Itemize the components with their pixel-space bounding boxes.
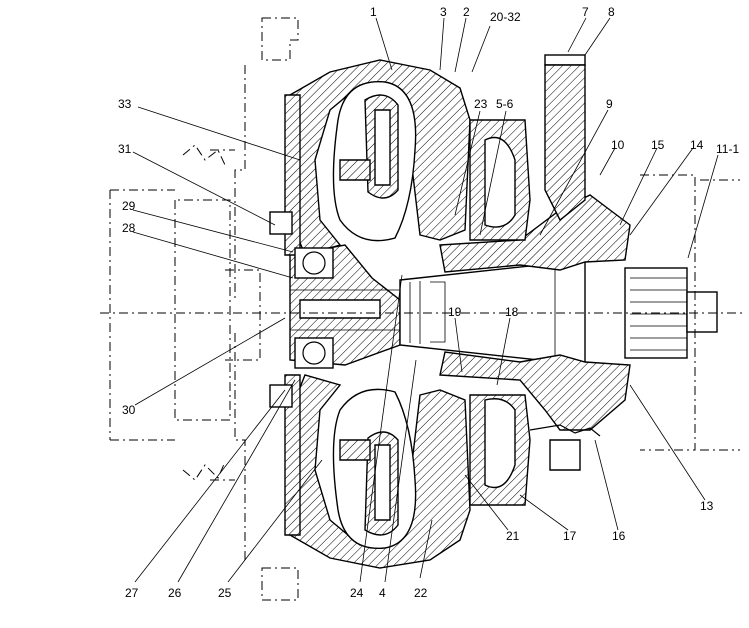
callout-2: 2 bbox=[463, 5, 470, 19]
callout-16: 16 bbox=[612, 529, 626, 543]
output-hub bbox=[439, 54, 631, 506]
callout-27: 27 bbox=[125, 586, 139, 600]
callout-10: 10 bbox=[611, 138, 625, 152]
callout-18: 18 bbox=[505, 305, 519, 319]
callout-13: 13 bbox=[700, 499, 714, 513]
callout-14: 14 bbox=[690, 138, 704, 152]
callout-22: 22 bbox=[414, 586, 428, 600]
callout-23: 23 bbox=[474, 97, 488, 111]
callout-29: 29 bbox=[122, 199, 136, 213]
callout-30: 30 bbox=[122, 403, 136, 417]
callout-28: 28 bbox=[122, 221, 136, 235]
callout-24: 24 bbox=[350, 586, 364, 600]
callout-17: 17 bbox=[563, 529, 577, 543]
callout-26: 26 bbox=[168, 586, 182, 600]
callout-19: 19 bbox=[448, 305, 462, 319]
callout-25: 25 bbox=[218, 586, 232, 600]
callout-31: 31 bbox=[118, 142, 132, 156]
callout-labels: 1 3 2 20-32 7 8 33 23 5-6 9 10 15 14 11-… bbox=[118, 5, 739, 600]
callout-3: 3 bbox=[440, 5, 447, 19]
callout-4: 4 bbox=[379, 586, 386, 600]
callout-9: 9 bbox=[606, 97, 613, 111]
callout-15: 15 bbox=[651, 138, 665, 152]
callout-7: 7 bbox=[582, 5, 589, 19]
callout-5-6: 5-6 bbox=[496, 97, 514, 111]
callout-1: 1 bbox=[370, 5, 377, 19]
main-shaft bbox=[399, 259, 586, 366]
leader-lines bbox=[132, 17, 719, 583]
callout-20-32: 20-32 bbox=[490, 10, 521, 24]
callout-21: 21 bbox=[506, 529, 520, 543]
callout-11-1: 11-1 bbox=[716, 142, 739, 156]
housing-shell bbox=[289, 59, 471, 569]
motor-flange-outline bbox=[109, 17, 299, 601]
callout-8: 8 bbox=[608, 5, 615, 19]
callout-33: 33 bbox=[118, 97, 132, 111]
